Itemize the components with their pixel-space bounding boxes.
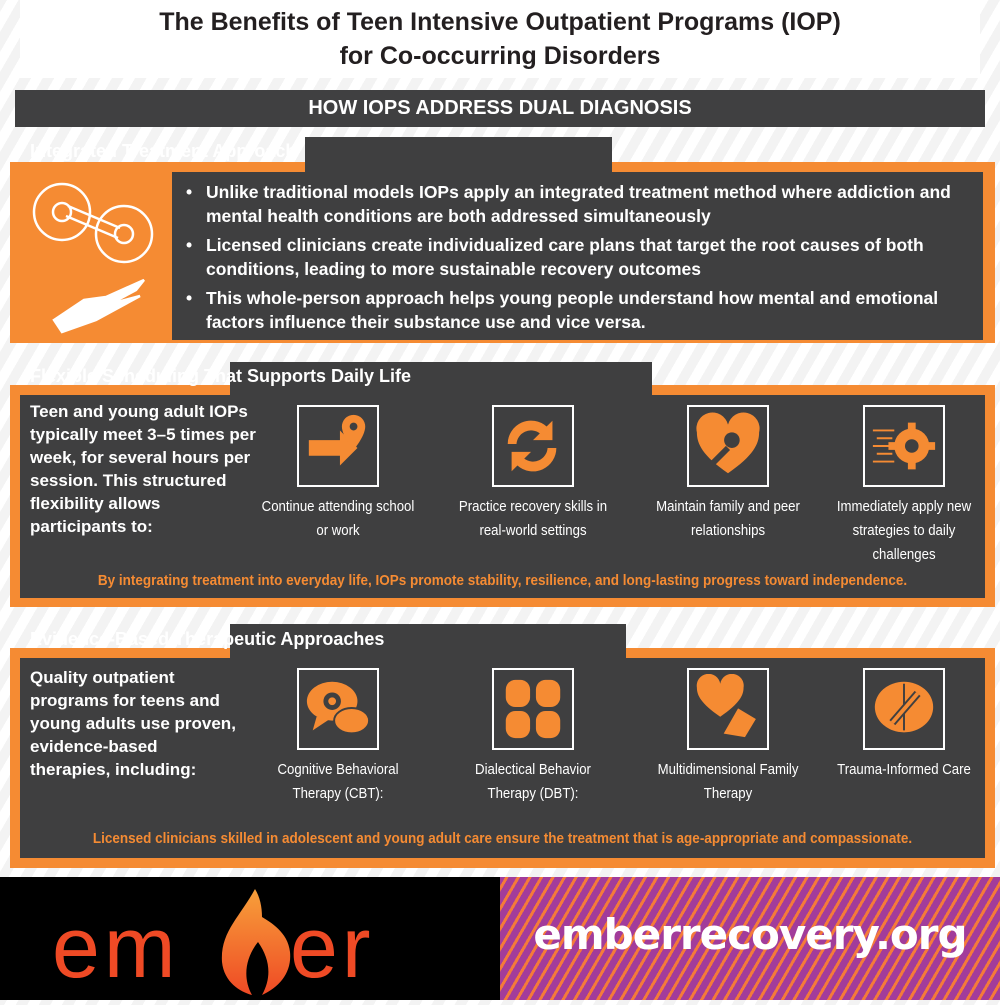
heart-hands-icon xyxy=(687,668,769,750)
item-label: Cognitive Behavioral Therapy (CBT): xyxy=(277,761,399,802)
therapies-summary: Licensed clinicians skilled in adolescen… xyxy=(92,830,913,847)
section-heading: Flexible Scheduling That Supports Daily … xyxy=(30,366,412,386)
item-label: Practice recovery skills in real-world s… xyxy=(458,498,608,539)
svg-text:er: er xyxy=(290,900,374,996)
bullet-item: Unlike traditional models IOPs apply an … xyxy=(176,180,963,228)
item-label: Continue attending school or work xyxy=(261,498,415,539)
arrow-to-location-icon xyxy=(297,405,379,487)
item-label: Multidimensional Family Therapy xyxy=(657,761,799,802)
gears-on-hand-icon xyxy=(14,172,169,342)
website-url[interactable]: emberrecovery.org xyxy=(533,910,967,959)
therapies-intro: Quality outpatient programs for teens an… xyxy=(30,668,236,779)
scheduling-panel xyxy=(20,395,985,598)
section-tab xyxy=(230,624,626,660)
scheduling-summary: By integrating treatment into everyday l… xyxy=(97,572,908,589)
section-tab xyxy=(230,362,652,397)
page-title: The Benefits of Teen Intensive Outpatien… xyxy=(20,0,980,78)
fast-gear-icon xyxy=(863,405,945,487)
section-heading: Integrated Treatment Approach xyxy=(30,141,297,161)
bullet-item: This whole-person approach helps young p… xyxy=(176,286,963,334)
recycle-arrows-icon xyxy=(492,405,574,487)
item-label: Trauma-Informed Care xyxy=(837,761,971,778)
therapies-panel xyxy=(20,658,985,858)
integrated-panel: Unlike traditional models IOPs apply an … xyxy=(172,172,983,340)
speech-bubbles-gear-icon xyxy=(297,668,379,750)
item-label: Immediately apply new strategies to dail… xyxy=(836,498,972,563)
scheduling-intro: Teen and young adult IOPs typically meet… xyxy=(30,402,256,536)
item-label: Maintain family and peer relationships xyxy=(656,498,800,539)
brain-quadrants-icon xyxy=(492,668,574,750)
section-tab xyxy=(305,137,612,173)
bullet-item: Licensed clinicians create individualize… xyxy=(176,233,963,281)
ember-logo: em er xyxy=(0,877,500,1000)
svg-text:em: em xyxy=(52,900,179,996)
brain-bandage-icon xyxy=(863,668,945,750)
website-panel: emberrecovery.org xyxy=(500,877,1000,1000)
section-banner: HOW IOPS ADDRESS DUAL DIAGNOSIS xyxy=(15,90,985,127)
section-heading: Evidence-Based Therapeutic Approaches xyxy=(30,629,385,649)
item-label: Dialectical Behavior Therapy (DBT): xyxy=(475,761,591,802)
heart-wrench-icon xyxy=(687,405,769,487)
